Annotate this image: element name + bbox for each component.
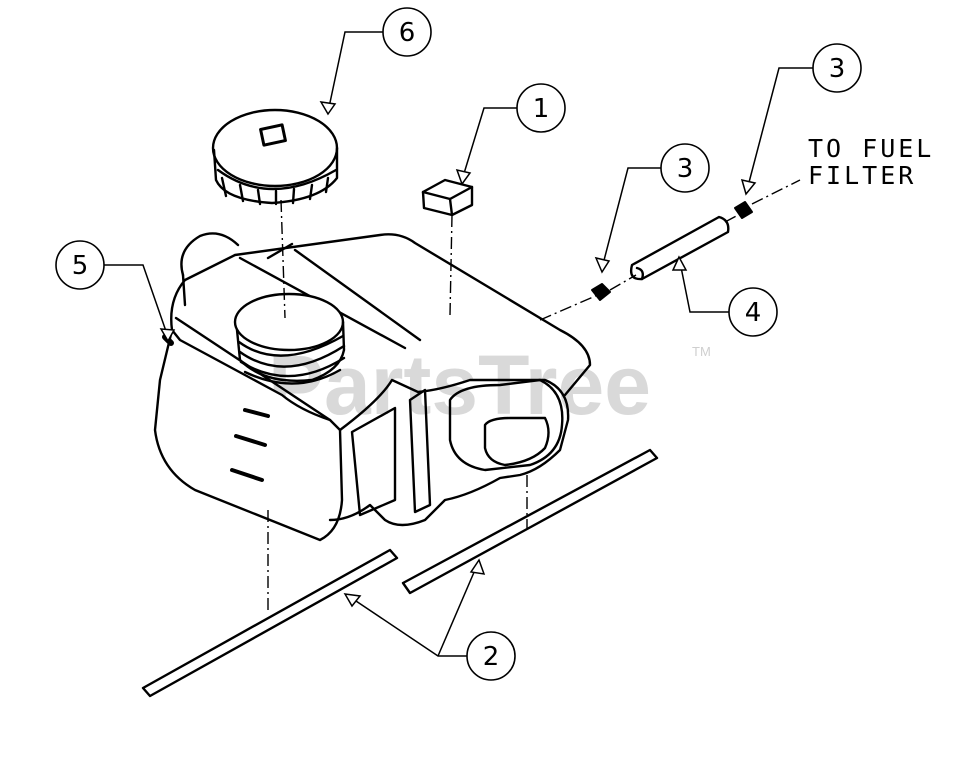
svg-text:2: 2 <box>483 642 500 672</box>
svg-text:1: 1 <box>533 94 550 124</box>
pad-strip-left <box>141 548 399 698</box>
centerline-cap <box>280 199 286 319</box>
centerline-to-filter <box>751 179 801 205</box>
callout-3-right: 3 <box>812 43 862 93</box>
tank-filler-neck <box>233 292 346 385</box>
note-line-2: FILTER <box>808 161 916 190</box>
callout-4: 4 <box>728 287 778 337</box>
svg-text:5: 5 <box>72 251 89 281</box>
fuel-line <box>629 215 730 281</box>
callout-6: 6 <box>382 7 432 57</box>
note-line-1: TO FUEL <box>808 134 934 163</box>
fuel-tank <box>153 232 592 542</box>
callout-3-left: 3 <box>660 143 710 193</box>
callout-1: 1 <box>516 83 566 133</box>
svg-text:4: 4 <box>745 298 762 328</box>
svg-text:3: 3 <box>677 154 694 184</box>
centerline-outlet <box>539 293 601 321</box>
part-1-block <box>421 178 474 217</box>
clamp-right <box>734 201 753 219</box>
callout-5: 5 <box>55 240 105 290</box>
centerline-hose-left <box>609 274 637 291</box>
watermark-tm: TM <box>692 344 711 359</box>
fuel-cap <box>211 108 339 206</box>
clamp-left <box>591 283 611 301</box>
center-lines <box>267 179 801 610</box>
leader-arrowheads <box>159 101 757 608</box>
centerline-block <box>449 214 453 316</box>
leader-lines <box>103 31 813 657</box>
svg-text:6: 6 <box>399 18 416 48</box>
callout-2: 2 <box>466 631 516 681</box>
pad-strip-right <box>401 448 659 595</box>
centerline-hose-right <box>724 213 741 223</box>
svg-text:3: 3 <box>829 54 846 84</box>
